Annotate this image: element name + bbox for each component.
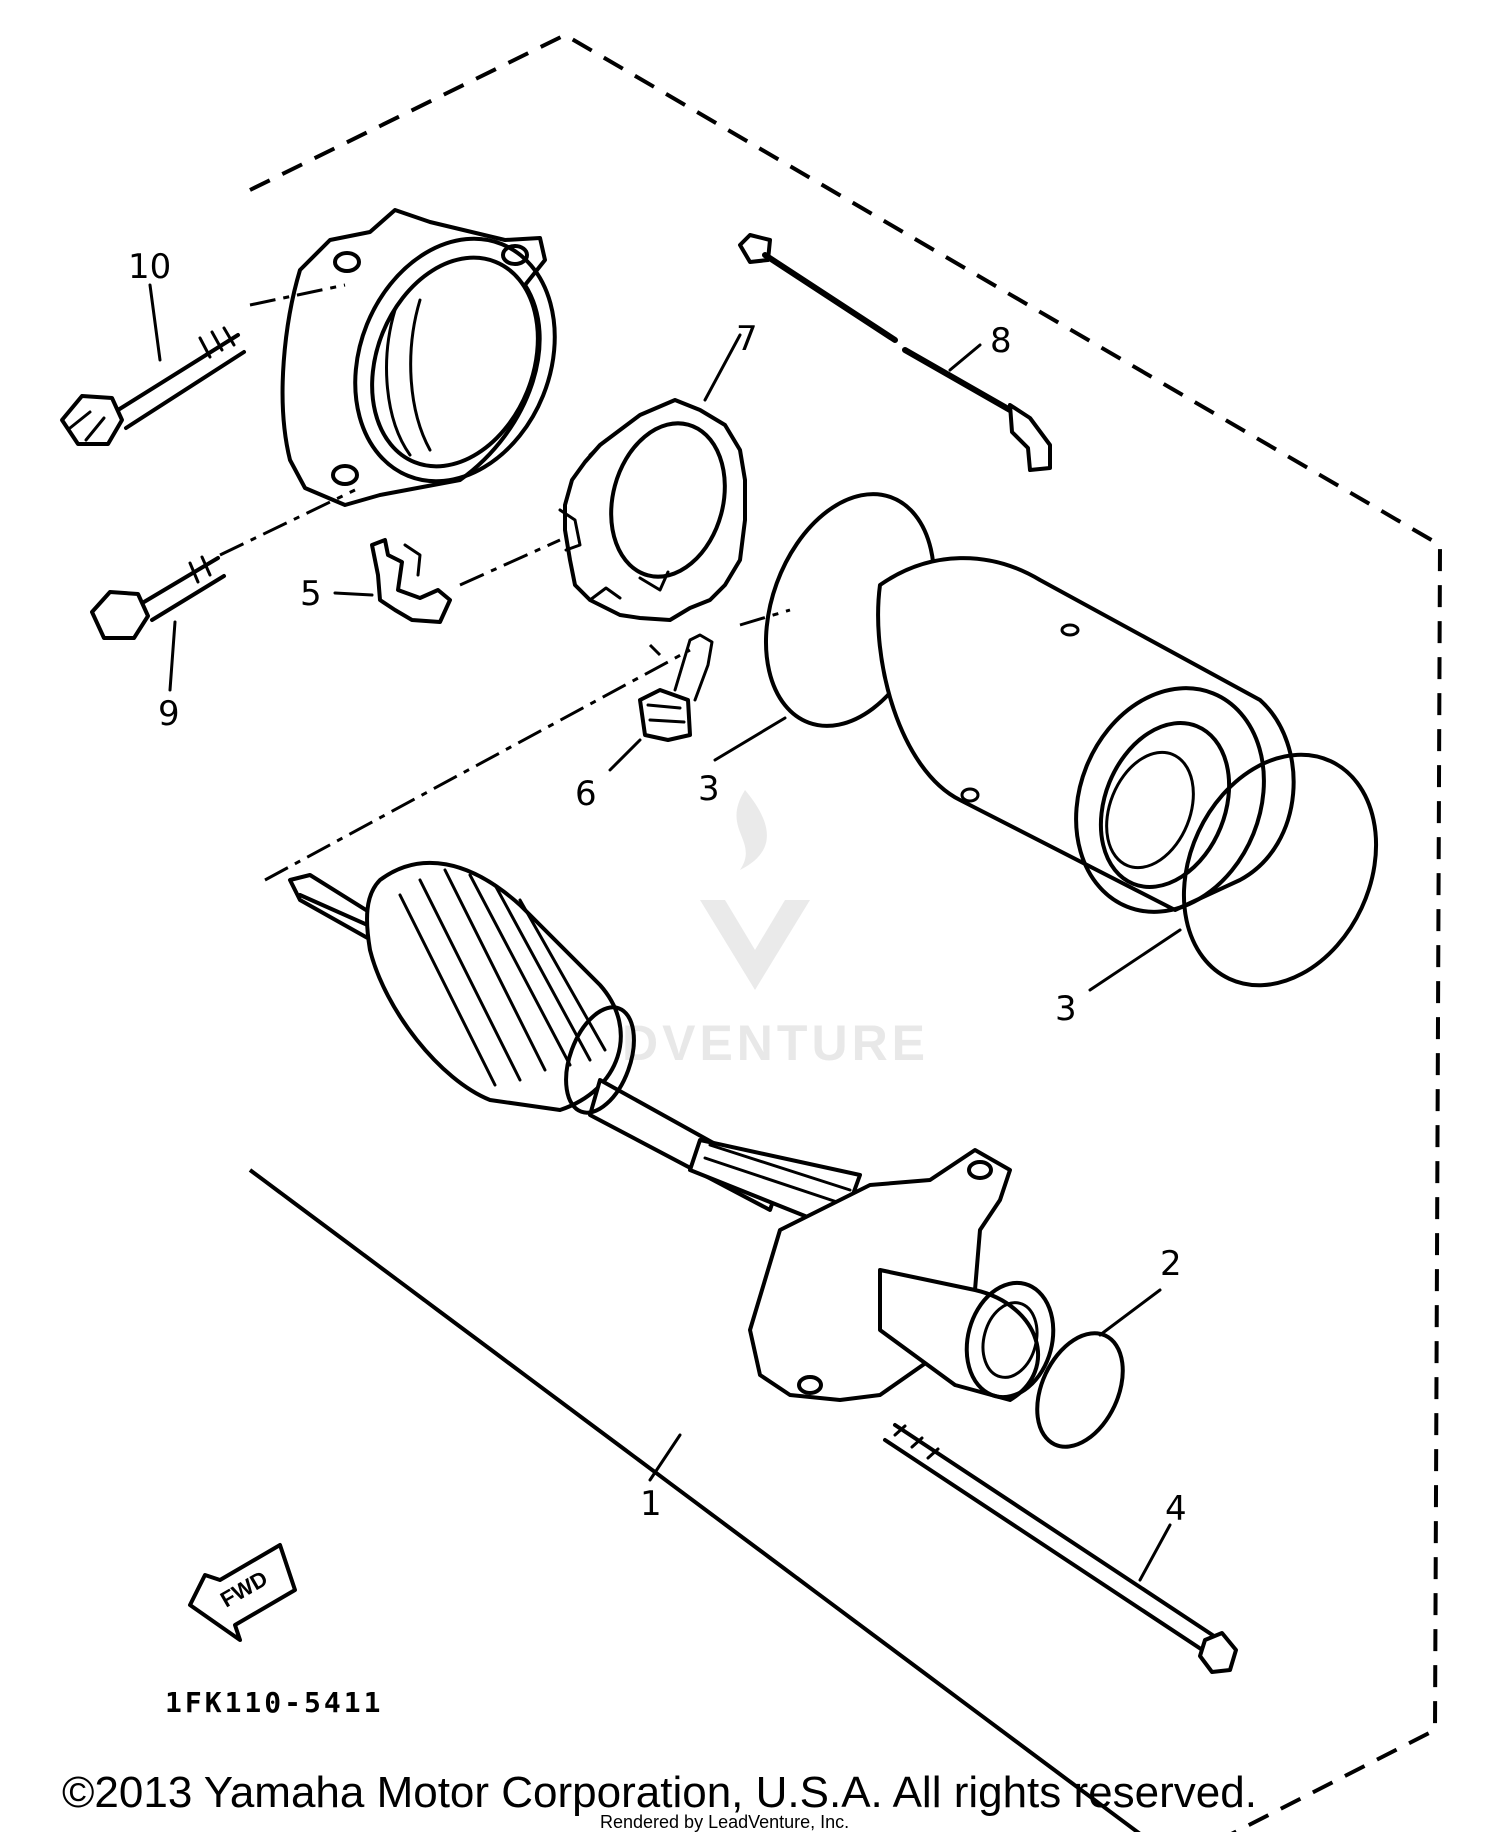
callout-1: 1 xyxy=(640,1484,662,1524)
callout-3-upper: 3 xyxy=(698,769,720,809)
copyright-notice: ©2013 Yamaha Motor Corporation, U.S.A. A… xyxy=(62,1768,1257,1817)
rendered-by-credit: Rendered by LeadVenture, Inc. xyxy=(600,1812,849,1832)
lead-wire-8 xyxy=(738,233,1052,472)
leader-line-bolt10 xyxy=(249,283,346,307)
brush-6 xyxy=(638,633,714,742)
brush-5 xyxy=(370,538,452,624)
leader-6 xyxy=(608,738,642,772)
leader-1 xyxy=(648,1433,682,1482)
leader-3a xyxy=(713,716,787,762)
bolt-10 xyxy=(60,326,246,446)
rear-cover xyxy=(280,208,557,507)
leader-line-brush6 xyxy=(648,643,662,657)
callout-3-lower: 3 xyxy=(1055,989,1077,1029)
leader-4 xyxy=(1138,1523,1172,1582)
callout-6: 6 xyxy=(575,774,597,814)
leader-line-plate xyxy=(739,608,791,627)
o-ring-2 xyxy=(1035,1331,1125,1449)
assembly-boundary xyxy=(248,32,1443,1832)
brush-holder-plate-7 xyxy=(558,398,747,622)
leader-2 xyxy=(1098,1288,1162,1337)
o-ring-3-lower xyxy=(1181,752,1379,988)
bolt-9 xyxy=(90,555,226,640)
front-cover xyxy=(748,1148,1056,1402)
callout-9: 9 xyxy=(158,694,180,734)
leader-5 xyxy=(333,591,374,597)
callout-2: 2 xyxy=(1160,1244,1182,1284)
leader-7 xyxy=(703,333,742,402)
leader-8 xyxy=(948,343,982,372)
callout-10: 10 xyxy=(128,247,171,287)
leader-9 xyxy=(168,620,177,692)
callout-7: 7 xyxy=(736,319,758,359)
callout-4: 4 xyxy=(1165,1489,1187,1529)
yoke-housing xyxy=(876,556,1296,914)
drawing-code: 1FK110-5411 xyxy=(165,1686,383,1719)
leader-line-armature xyxy=(264,648,691,882)
callout-8: 8 xyxy=(990,321,1012,361)
leader-line-brush5 xyxy=(459,538,561,587)
fwd-arrow-icon: FWD xyxy=(188,1543,297,1642)
leader-line-bolt9 xyxy=(219,488,356,557)
through-bolt-4 xyxy=(883,1423,1238,1674)
leader-10 xyxy=(148,283,162,362)
callout-5: 5 xyxy=(300,574,322,614)
leader-3b xyxy=(1088,928,1182,992)
armature xyxy=(288,860,862,1232)
